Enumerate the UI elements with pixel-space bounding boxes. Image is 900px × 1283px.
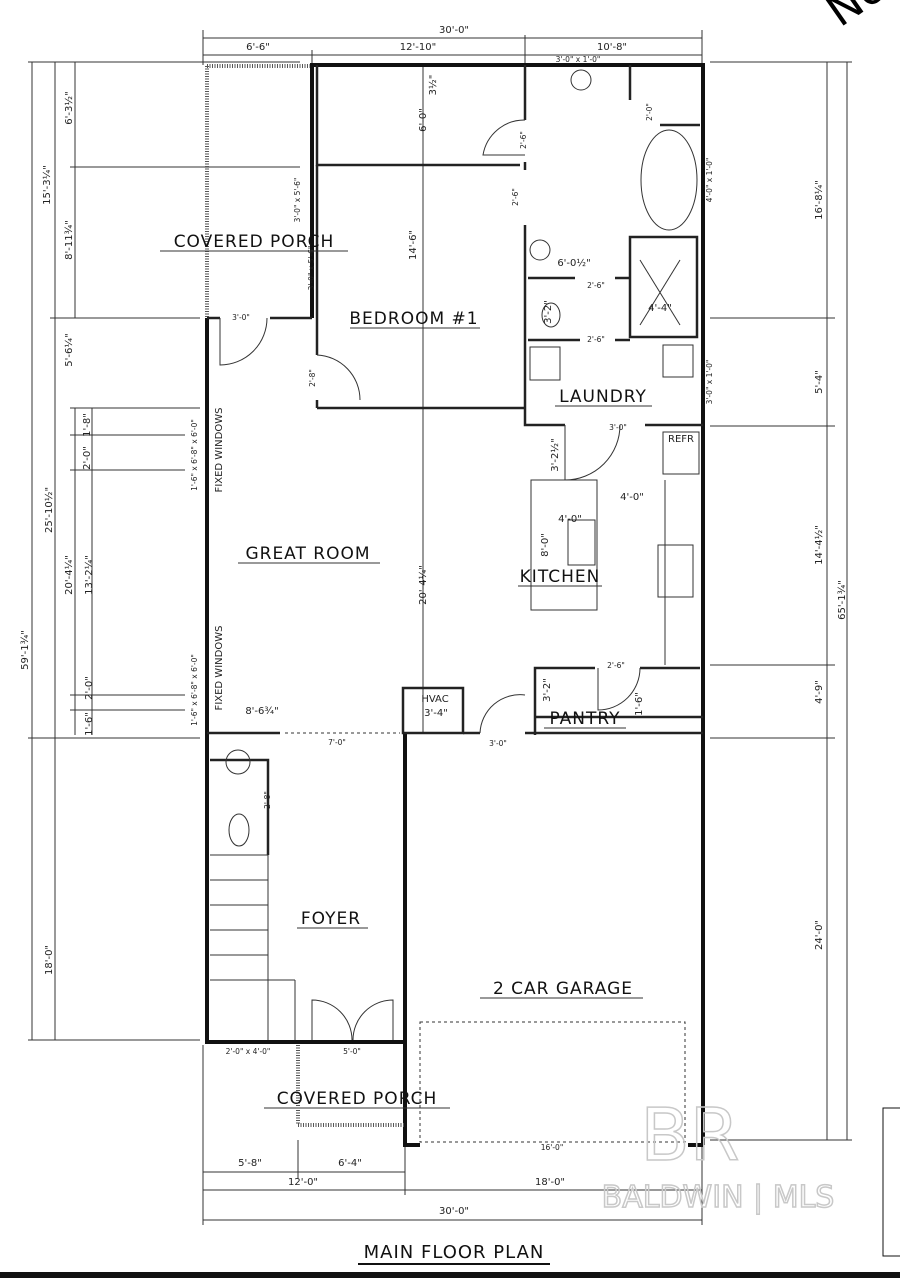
dimension-label: 3'-2" xyxy=(543,300,554,324)
dimension-label: 1'-6" x 6'-8" x 6'-0" xyxy=(190,654,199,726)
watermark-br: BR xyxy=(640,1093,739,1177)
dimension-label: 2'-0" xyxy=(84,676,95,700)
dimension-label: 18'-0" xyxy=(44,945,55,975)
label-garage: 2 CAR GARAGE xyxy=(493,979,633,999)
dimension-label: 6'-6" xyxy=(246,42,270,53)
dimension-label: 18'-0" xyxy=(535,1177,565,1188)
dimension-label: 3'-2" xyxy=(542,678,553,702)
dimension-label: 6'-0" xyxy=(418,108,429,132)
dimension-label: 1'-6" xyxy=(634,692,645,716)
dimension-label: 3'-0" xyxy=(232,313,250,322)
label-pantry: PANTRY xyxy=(549,709,620,729)
dimension-label: 8'-6¾" xyxy=(245,706,278,717)
corner-note: No xyxy=(817,0,895,37)
dimension-label: 5'-6¼" xyxy=(63,333,75,366)
label-covered-porch-rear: COVERED PORCH xyxy=(174,232,335,252)
dimension-label: 8'-0" xyxy=(540,533,551,557)
dimension-label: 3'-0" x 1'-0" xyxy=(705,360,714,405)
dimension-label: 5'-8" xyxy=(238,1158,262,1169)
watermark-text: BALDWIN | MLS xyxy=(602,1180,835,1215)
dimension-label: 1'-8" xyxy=(82,413,93,437)
label-covered-porch-front: COVERED PORCH xyxy=(277,1089,438,1109)
dimension-lines xyxy=(28,30,852,1225)
dimension-label: 2'-6" xyxy=(587,335,605,344)
label-laundry: LAUNDRY xyxy=(559,387,647,407)
label-kitchen: KITCHEN xyxy=(520,567,601,587)
staircase xyxy=(210,855,296,1040)
dimension-label: 2'-0" xyxy=(645,103,654,121)
dimension-label: 65'-1¾" xyxy=(837,580,848,620)
walls xyxy=(205,63,705,1147)
dimension-label: 15'-3¼" xyxy=(41,165,53,205)
dimension-label: 2'-6" xyxy=(607,661,625,670)
dimension-label: 1'-6" x 6'-8" x 6'-0" xyxy=(190,419,199,491)
dimension-label: 7'-0" xyxy=(328,738,346,747)
dimension-label: 3'-0" x 5'-6" xyxy=(307,246,316,291)
dimension-label: 10'-8" xyxy=(597,42,627,53)
dimension-label: 4'-4" xyxy=(648,303,672,314)
dimension-label: 16'-8¼" xyxy=(813,180,825,220)
dimension-label: 4'-0" xyxy=(558,514,582,525)
dimension-label: 12'-10" xyxy=(400,42,436,53)
dimension-label: 14'-4½" xyxy=(813,525,825,565)
dimension-label: 8'-11¾" xyxy=(64,220,75,260)
dimension-label: 2'-0" x 4'-0" xyxy=(226,1047,271,1056)
label-bedroom-1: BEDROOM #1 xyxy=(349,309,478,329)
label-hvac: HVAC xyxy=(421,694,448,705)
dimension-label: 6'-3½" xyxy=(63,91,75,124)
dimension-label: 3'-0" xyxy=(489,739,507,748)
dimension-label: 2'-6" xyxy=(511,188,520,206)
dimension-label: 3'-4" xyxy=(424,708,448,719)
dimension-label: 20'-4¼" xyxy=(63,555,75,595)
dimension-label: 14'-6" xyxy=(408,230,419,260)
dimension-label: 1'-6" xyxy=(84,712,95,736)
label-fixed-windows-1: FIXED WINDOWS xyxy=(214,408,225,493)
dimension-label: 25'-10½" xyxy=(43,487,55,533)
dimension-label: 4'-0" x 1'-0" xyxy=(705,158,714,203)
label-great-room: GREAT ROOM xyxy=(245,544,370,564)
dimension-label: 16'-0" xyxy=(541,1143,564,1152)
plan-title: MAIN FLOOR PLAN xyxy=(364,1242,545,1263)
dimension-label: 4'-9" xyxy=(814,680,825,704)
dimension-label: 3½" xyxy=(427,75,439,96)
label-fixed-windows-2: FIXED WINDOWS xyxy=(214,626,225,711)
watermark-logo: BR BALDWIN | MLS xyxy=(601,1092,835,1216)
dimension-label: 6'-0½" xyxy=(557,257,590,269)
dimension-label: 2'-0" xyxy=(82,446,93,470)
dimension-label: 2'-8" xyxy=(308,369,317,387)
dimension-label: 3'-0" x 1'-0" xyxy=(556,55,601,64)
dimension-label: 5'-0" xyxy=(343,1047,361,1056)
dimension-label: 3'-2½" xyxy=(549,438,561,471)
dimension-label: 3'-0" xyxy=(609,423,627,432)
dimension-label: 20'-4¼" xyxy=(417,565,429,605)
dimension-label: 13'-2¼" xyxy=(83,555,95,595)
label-foyer: FOYER xyxy=(301,909,361,929)
dimension-label: 6'-4" xyxy=(338,1158,362,1169)
dimension-label: 30'-0" xyxy=(439,1206,469,1217)
dimension-label: 3'-0" x 5'-6" xyxy=(293,178,302,223)
dimension-label: 5'-4" xyxy=(814,370,825,394)
dimension-label: 12'-0" xyxy=(288,1177,318,1188)
dimension-label: 4'-0" xyxy=(620,492,644,503)
dimension-label: 2'-6" xyxy=(519,131,528,149)
dimension-label: 59'-1¾" xyxy=(20,630,31,670)
room-labels: COVERED PORCH BEDROOM #1 LAUNDRY GREAT R… xyxy=(160,232,694,1109)
dimension-label: 2'-8" xyxy=(263,791,272,809)
dimension-labels: 30'-0" 6'-6" 12'-10" 10'-8" 6'-3½" 15'-3¼" 8'-… xyxy=(20,25,848,1217)
dimension-label: 2'-6" xyxy=(587,281,605,290)
dimension-label: 30'-0" xyxy=(439,25,469,36)
label-refrigerator: REFR xyxy=(668,434,694,445)
dimension-label: 24'-0" xyxy=(814,920,825,950)
